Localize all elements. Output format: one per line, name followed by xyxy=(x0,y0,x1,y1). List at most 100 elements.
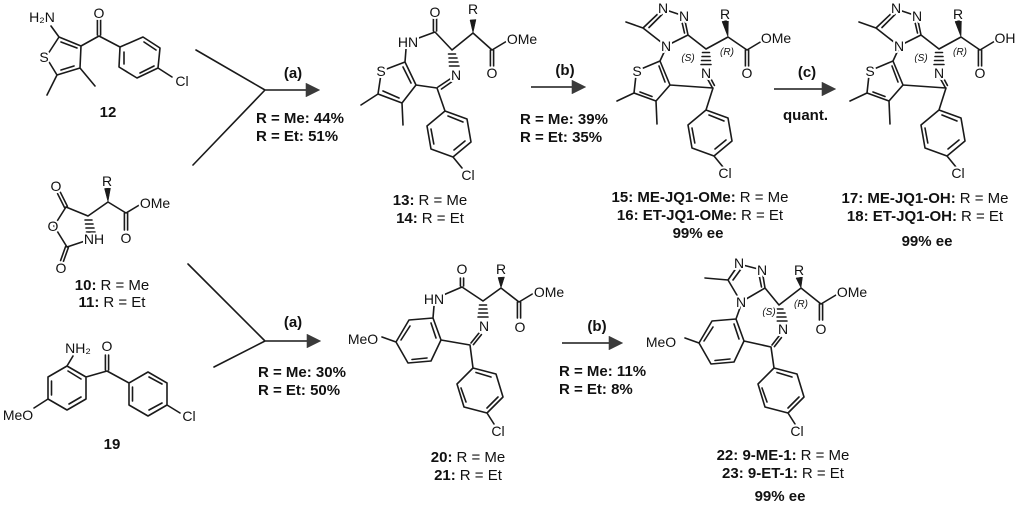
triazole-n-label: N xyxy=(734,255,744,271)
triazole-n-label: N xyxy=(912,8,922,24)
ketone-o-label: O xyxy=(102,338,113,354)
step-label: (a) xyxy=(284,65,302,82)
r-group-label: R xyxy=(496,261,506,277)
ome-label: OMe xyxy=(507,31,538,47)
ketone-o-label: O xyxy=(94,5,105,21)
ester-o-label: O xyxy=(121,230,132,246)
arrow-step-a-top: (a) R = Me: 44% R = Et: 51% xyxy=(254,63,346,147)
triazole-n-label: N xyxy=(891,0,901,16)
compound-label: 10:R = Me xyxy=(75,277,149,294)
arrow-step-b-top: (b) R = Me: 39% R = Et: 35% xyxy=(518,60,610,148)
sulfur-label: S xyxy=(39,49,48,65)
amide-o-label: O xyxy=(430,4,441,20)
carbonyl-o-label: O xyxy=(56,260,67,276)
chloro-label: Cl xyxy=(175,73,188,89)
amine-label: H₂N xyxy=(29,9,55,25)
imine-n-label: N xyxy=(934,65,944,81)
yield-label: R = Me: 39% xyxy=(520,111,608,128)
carbonyl-o-label: O xyxy=(51,178,62,194)
arrow-step-a-bottom: (a) R = Me: 30% R = Et: 50% xyxy=(256,312,348,401)
compound-label: 14:R = Et xyxy=(396,210,465,227)
stereo-s-label: (S) xyxy=(681,53,694,64)
yield-label: R = Et: 50% xyxy=(258,382,340,399)
ee-label: 99% ee xyxy=(673,225,724,242)
imine-n-label: N xyxy=(479,318,489,334)
compound-label: 23: 9-ET-1:R = Et xyxy=(722,465,845,482)
sulfur-label: S xyxy=(865,63,874,79)
compound-label: 11:R = Et xyxy=(79,294,147,311)
triazole-n-label: N xyxy=(757,262,767,278)
meo-label: MeO xyxy=(3,407,33,423)
ester-o-label: O xyxy=(515,319,526,335)
arrow-step-b-bottom: (b) R = Me: 11% R = Et: 8% xyxy=(557,316,648,400)
chloro-label: Cl xyxy=(182,408,195,424)
stereo-r-label: (R) xyxy=(953,47,967,58)
yield-label: R = Me: 44% xyxy=(256,110,344,127)
triazole-n-label: N xyxy=(894,38,904,54)
yield-label: R = Et: 35% xyxy=(520,129,602,146)
amide-o-label: O xyxy=(457,261,468,277)
stereo-r-label: (R) xyxy=(720,47,734,58)
compound-13-14: O R HN OMe S N O Cl 13:R = Me 14:R = Et xyxy=(360,0,539,229)
chloro-label: Cl xyxy=(491,423,504,439)
sulfur-label: S xyxy=(376,63,385,79)
step-label: (c) xyxy=(798,64,816,81)
r-group-label: R xyxy=(720,6,730,22)
hn-label: HN xyxy=(424,291,444,307)
compound-number: 12 xyxy=(100,104,117,121)
ee-label: 99% ee xyxy=(755,488,806,505)
compound-19: NH₂ O MeO Cl 19 xyxy=(1,336,198,455)
step-label: (b) xyxy=(555,62,574,79)
compound-label: 13:R = Me xyxy=(393,192,467,209)
meo-label: MeO xyxy=(646,334,676,350)
meo-label: MeO xyxy=(348,331,378,347)
compound-15-16: N N N S (S) (R) R OMe N O Cl 15: ME-JQ1-… xyxy=(610,0,794,244)
r-group-label: R xyxy=(794,262,804,278)
oh-label: OH xyxy=(995,30,1016,46)
nh-label: NH xyxy=(84,231,104,247)
compound-label: 20:R = Me xyxy=(431,449,505,466)
stereo-s-label: (S) xyxy=(914,53,927,64)
compound-12: H₂N O S Cl 12 xyxy=(27,3,190,123)
triazole-n-label: N xyxy=(658,0,668,16)
arrow-step-c-top: (c) quant. xyxy=(774,62,837,126)
ester-o-label: O xyxy=(816,321,827,337)
chloro-label: Cl xyxy=(718,165,731,181)
compound-17-18: N N N S (S) (R) R OH N O Cl 17: ME-JQ1-O… xyxy=(840,0,1018,252)
convergence-lines xyxy=(187,49,266,368)
hn-label: HN xyxy=(398,34,418,50)
imine-n-label: N xyxy=(701,65,711,81)
yield-label: quant. xyxy=(783,107,828,124)
chloro-label: Cl xyxy=(951,165,964,181)
compound-10-11: O O O NH R O OMe 10:R = Me 11:R = Et xyxy=(46,171,173,313)
chloro-label: Cl xyxy=(790,423,803,439)
compound-label: 21:R = Et xyxy=(434,467,503,484)
compound-label: 16: ET-JQ1-OMe:R = Et xyxy=(617,207,784,224)
compound-22-23: N N N MeO (S) (R) R OMe N O Cl 22: 9-ME-… xyxy=(644,253,870,506)
compound-20-21: O R HN OMe MeO N O Cl 20:R = Me 21:R = E… xyxy=(346,259,567,486)
compound-number: 19 xyxy=(104,436,121,453)
stereo-s-label: (S) xyxy=(762,307,775,318)
yield-label: R = Me: 11% xyxy=(559,363,646,380)
ester-o-label: O xyxy=(742,65,753,81)
r-group-label: R xyxy=(102,173,112,189)
acid-o-label: O xyxy=(975,65,986,81)
yield-label: R = Me: 30% xyxy=(258,364,346,381)
triazole-n-label: N xyxy=(679,8,689,24)
stereo-r-label: (R) xyxy=(794,299,808,310)
step-label: (a) xyxy=(284,314,302,331)
imine-n-label: N xyxy=(451,67,461,83)
compound-label: 17: ME-JQ1-OH:R = Me xyxy=(842,190,1009,207)
ee-label: 99% ee xyxy=(902,233,953,250)
amine-label: NH₂ xyxy=(65,340,91,356)
ome-label: OMe xyxy=(534,284,565,300)
step-label: (b) xyxy=(587,318,606,335)
ester-o-label: O xyxy=(487,65,498,81)
chloro-label: Cl xyxy=(461,167,474,183)
ome-label: OMe xyxy=(761,30,792,46)
imine-n-label: N xyxy=(778,321,788,337)
r-group-label: R xyxy=(953,6,963,22)
compound-label: 18: ET-JQ1-OH:R = Et xyxy=(847,208,1004,225)
